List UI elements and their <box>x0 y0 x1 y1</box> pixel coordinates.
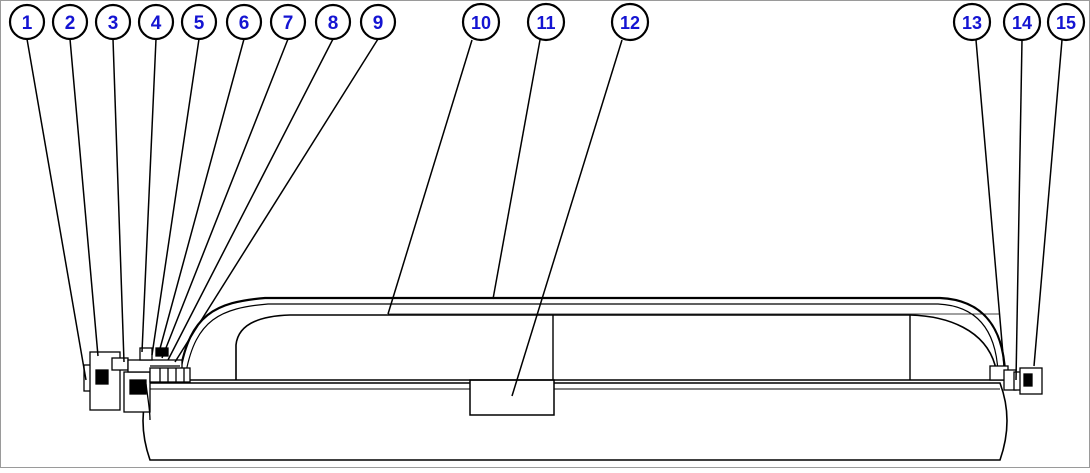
leader-line-5 <box>151 38 200 356</box>
callout-5: 5 <box>180 3 218 41</box>
leader-line-9 <box>174 38 379 363</box>
callout-9: 9 <box>359 3 397 41</box>
callout-11: 11 <box>526 2 566 42</box>
callout-label: 6 <box>239 13 250 34</box>
leader-line-10 <box>387 39 473 315</box>
callout-label: 14 <box>1012 13 1032 33</box>
callout-label: 1 <box>22 13 33 34</box>
leader-line-2 <box>69 38 99 357</box>
callout-label: 10 <box>471 13 491 33</box>
callout-6: 6 <box>225 3 263 41</box>
callout-label: 7 <box>283 13 294 34</box>
callout-label: 5 <box>194 13 205 34</box>
callout-2: 2 <box>51 3 89 41</box>
callout-4: 4 <box>137 3 175 41</box>
leader-line-7 <box>161 38 289 359</box>
callouts: 1 2 3 4 5 6 7 8 <box>8 2 1086 42</box>
leader-line-15 <box>1033 39 1063 367</box>
callout-3: 3 <box>94 3 132 41</box>
leader-line-11 <box>492 39 541 300</box>
right-fitting-assembly <box>989 365 1043 395</box>
leader-line-3 <box>112 38 125 363</box>
callout-13: 13 <box>952 2 992 42</box>
left-fitting-assembly <box>83 347 191 421</box>
callout-12: 12 <box>610 2 650 42</box>
callout-label: 13 <box>962 13 982 33</box>
leader-line-13 <box>975 39 1005 367</box>
callout-label: 15 <box>1056 13 1076 33</box>
callout-14: 14 <box>1002 2 1042 42</box>
callout-15: 15 <box>1046 2 1086 42</box>
leader-line-6 <box>157 38 245 357</box>
callout-8: 8 <box>314 3 352 41</box>
callout-1: 1 <box>8 3 46 41</box>
callout-label: 11 <box>536 13 555 33</box>
callout-7: 7 <box>269 3 307 41</box>
tank-body <box>142 382 1008 461</box>
callout-10: 10 <box>461 2 501 42</box>
leader-lines <box>26 38 1063 397</box>
leader-line-12 <box>511 39 623 397</box>
leader-line-4 <box>141 38 157 353</box>
callout-label: 12 <box>620 13 640 33</box>
drain-plate <box>469 379 555 416</box>
leader-line-1 <box>26 38 87 381</box>
callout-label: 4 <box>151 13 162 34</box>
callout-label: 8 <box>328 13 339 34</box>
leader-line-14 <box>1015 39 1023 381</box>
callout-label: 3 <box>108 13 119 34</box>
callout-label: 2 <box>65 13 76 34</box>
leader-line-8 <box>167 38 334 361</box>
callout-label: 9 <box>373 13 384 34</box>
